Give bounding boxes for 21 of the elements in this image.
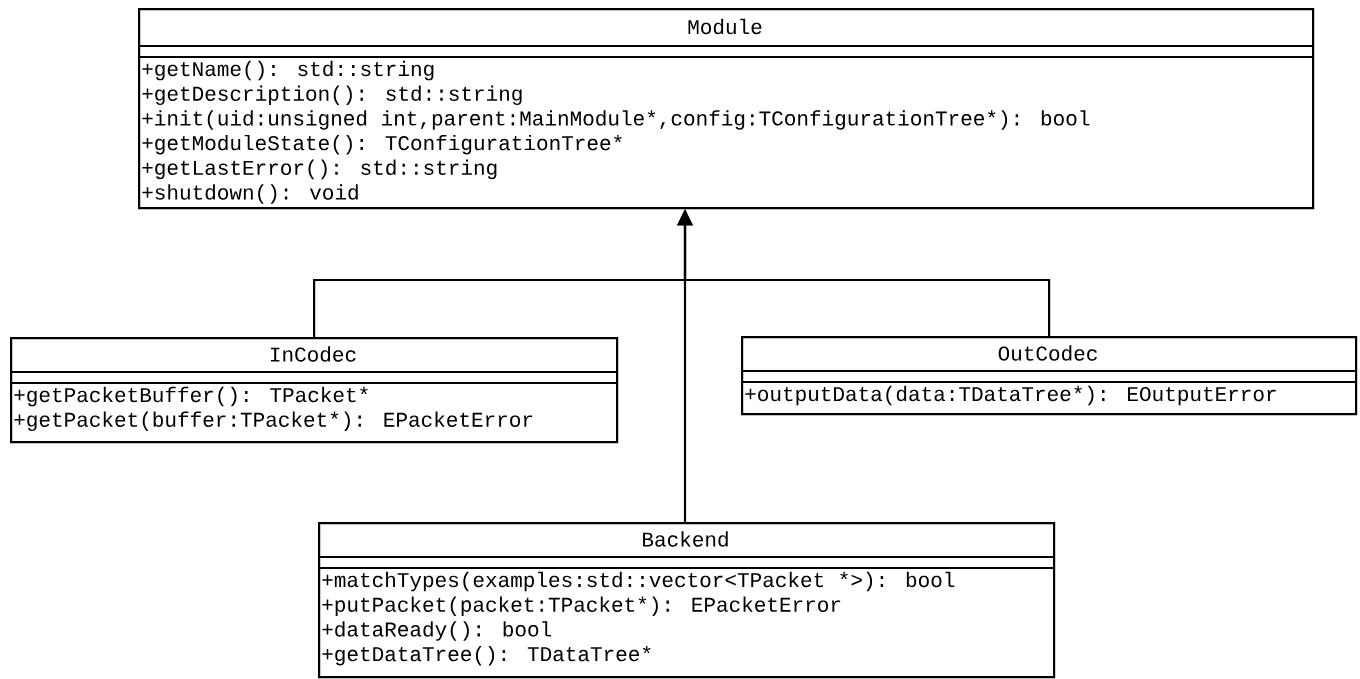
method-text: +getPacket(buffer:TPacket*): EPacketError <box>14 411 533 432</box>
method-text: +matchTypes(examples:std::vector<TPacket *>): bool <box>322 571 955 592</box>
method-text: +getDescription(): std::string <box>142 85 522 106</box>
class-name: InCodec <box>270 346 356 362</box>
method-text: +dataReady(): bool <box>322 621 552 641</box>
class-box <box>10 337 619 444</box>
method-text: +getLastError(): std::string <box>142 159 497 180</box>
method-text: +getDataTree(): TDataTree* <box>322 645 651 666</box>
method-text: +putPacket(packet:TPacket*): EPacketError <box>322 596 841 617</box>
method-text: +init(uid:unsigned int,parent:MainModule*,config:TConfigurationTree*): bool <box>142 110 1090 130</box>
method-text: +getName(): std::string <box>142 60 434 81</box>
method-text: +shutdown(): void <box>142 184 358 204</box>
class-name: Backend <box>643 531 728 547</box>
method-text: +outputData(data:TDataTree*): EOutputError <box>745 385 1276 406</box>
class-box <box>318 522 1056 679</box>
class-box <box>741 336 1358 416</box>
class-box <box>138 8 1315 210</box>
method-text: +getModuleState(): TConfigurationTree* <box>142 134 622 155</box>
method-text: +getPacketBuffer(): TPacket* <box>14 386 368 407</box>
class-name: OutCodec <box>998 345 1097 361</box>
class-name: Module <box>688 18 762 35</box>
